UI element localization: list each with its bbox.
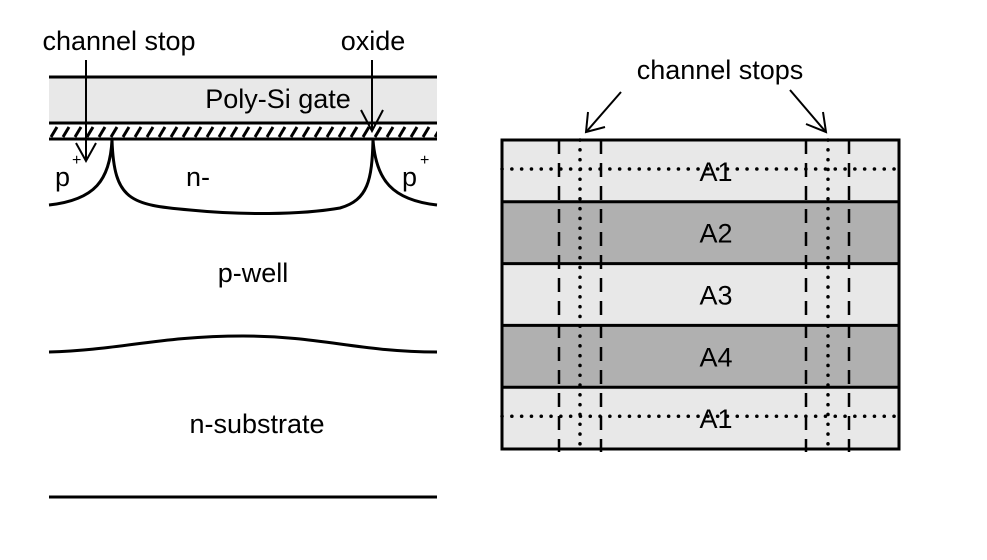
pixel-row-2 (502, 201, 899, 264)
poly-si-gate-label: Poly-Si gate (205, 84, 351, 114)
channel-stop-column-right (804, 138, 851, 454)
pixel-row-3 (502, 263, 899, 326)
p-plus-left-junction (48, 139, 114, 207)
row-label: A1 (699, 404, 732, 434)
top-view-border (500, 138, 901, 451)
oxide-arrow (360, 60, 384, 134)
pixel-row-5 (502, 387, 899, 449)
p-plus-right-label: p (402, 162, 417, 192)
channel-stops-arrow-left (584, 91, 622, 134)
row-label: A1 (699, 157, 732, 187)
channel-stop-column-left (557, 138, 603, 454)
p-plus-right-superscript: + (420, 152, 429, 169)
row-label: A4 (699, 342, 732, 372)
p-plus-left-superscript: + (72, 152, 81, 169)
n-substrate-label: n-substrate (189, 409, 324, 439)
p-plus-right-junction (371, 139, 438, 207)
pixel-row-1 (502, 140, 899, 202)
channel-stop-label: channel stop (42, 26, 195, 56)
pixel-row-4 (502, 325, 899, 388)
oxide-label: oxide (341, 26, 406, 56)
channel-stops-title: channel stops (637, 55, 804, 85)
channel-stops-arrow-right (789, 89, 828, 134)
p-well-label: p-well (218, 258, 289, 288)
p-well-boundary (48, 334, 438, 354)
channel-stop-arrow (75, 60, 97, 164)
n-minus-well-junction (110, 139, 375, 216)
oxide-layer (49, 124, 437, 138)
pixel-rows (502, 140, 899, 449)
n-minus-label: n- (186, 162, 210, 192)
cross-section: channel stop oxide Poly-Si gate p + n- p… (42, 26, 438, 499)
row-label: A2 (699, 219, 732, 249)
p-plus-left-label: p (55, 162, 70, 192)
row-label: A3 (699, 281, 732, 311)
